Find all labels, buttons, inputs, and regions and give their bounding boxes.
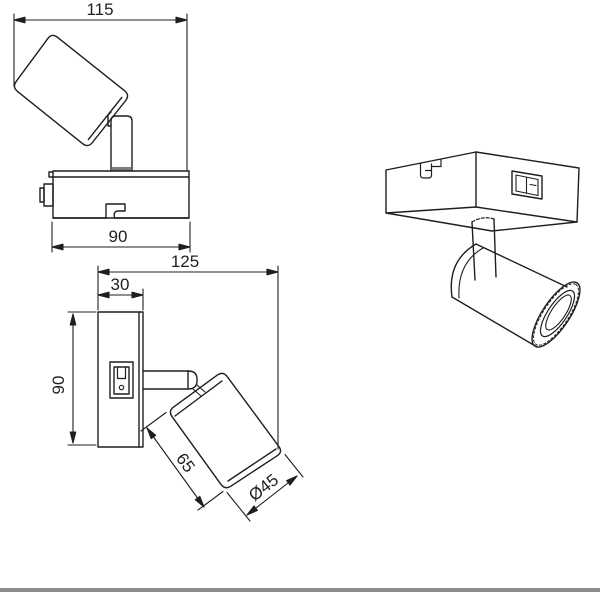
footer-divider-bar (0, 588, 600, 592)
persp-plate-bottom-edges (385, 206, 578, 223)
front-spot-head-rim-line (87, 96, 123, 141)
persp-plate-silhouette (385, 151, 580, 232)
dim-65-line (146, 427, 205, 508)
front-base-left-step (48, 171, 54, 178)
dim-125-arrow-left (97, 268, 110, 276)
dim-45-arrow-right (286, 475, 298, 486)
persp-head-joint-arc (458, 247, 484, 299)
persp-stem-top-rim (471, 217, 495, 223)
front-pivot-stem (110, 115, 133, 172)
dim-65-arrow-lower (194, 495, 205, 508)
side-dim-125 (97, 265, 279, 450)
persp-head-knurl-ring (533, 283, 579, 346)
side-dim-45 (226, 453, 304, 522)
side-switch-inner (113, 366, 130, 395)
dim-90s-arrow-top (69, 313, 77, 326)
dim-125-label: 125 (171, 252, 199, 271)
dim-30-arrow-left (97, 291, 110, 299)
side-hinge-detail (192, 384, 206, 397)
dim-30-arrow-right (131, 291, 144, 299)
dim-65-label: 65 (172, 450, 198, 476)
front-dim-115 (13, 13, 188, 171)
front-switch-body (43, 183, 54, 207)
persp-lamp-lens (545, 294, 572, 331)
persp-switch-rocker-line (525, 176, 537, 194)
dim-90s-arrow-bottom (69, 431, 77, 444)
side-switch-rocker (116, 367, 127, 380)
dim-45-ext-right (284, 453, 304, 478)
side-wall-plate (97, 311, 144, 448)
persp-switch-outer (511, 170, 543, 200)
dim-90f-arrow-left (51, 243, 64, 251)
dim-115-arrow-left (13, 16, 26, 24)
side-head-rim-line (227, 448, 277, 482)
front-switch-knob (39, 187, 45, 203)
dim-65-ext-lower (197, 490, 224, 511)
front-spot-head (13, 34, 129, 147)
dim-45-label: Ø45 (245, 470, 282, 505)
side-view (97, 311, 282, 489)
persp-stem (471, 218, 497, 281)
persp-head-inner-ring (539, 289, 576, 338)
dim-90f-arrow-right (178, 243, 191, 251)
dim-45-ext-left (226, 491, 251, 522)
persp-head-front-rim (531, 281, 581, 348)
front-stem-shade (112, 167, 131, 172)
perspective-view (385, 151, 581, 348)
side-spot-head (169, 372, 282, 489)
persp-switch-inner (515, 174, 539, 197)
side-dim-30 (97, 288, 144, 311)
dim-90-front-label: 90 (109, 227, 128, 246)
dimension-labels: 115 90 125 30 90 65 Ø45 (49, 0, 282, 505)
dim-90-side-label: 90 (49, 376, 68, 395)
front-pivot-tab (107, 111, 112, 127)
dim-65-arrow-upper (146, 427, 157, 440)
persp-head-back-cap (450, 243, 477, 298)
dim-30-label: 30 (111, 275, 130, 294)
dim-115-arrow-right (175, 16, 188, 24)
side-head-cap-line (174, 380, 223, 417)
persp-head-bottom-edge (451, 296, 538, 348)
dim-115-label: 115 (86, 0, 113, 19)
front-view (13, 34, 190, 219)
dim-65-ext-upper (140, 411, 167, 432)
dim-125-arrow-right (266, 268, 279, 276)
persp-keyhole-notch (419, 158, 442, 179)
side-switch-dot (118, 384, 125, 391)
side-arm (142, 370, 198, 390)
front-keyhole-slot (105, 203, 126, 219)
side-dim-90 (67, 311, 97, 446)
side-dim-65 (140, 411, 224, 511)
front-dim-90 (51, 221, 191, 253)
persp-head-top-edge (475, 243, 568, 288)
side-switch-outer (109, 361, 134, 399)
dim-45-arrow-left (246, 505, 258, 516)
